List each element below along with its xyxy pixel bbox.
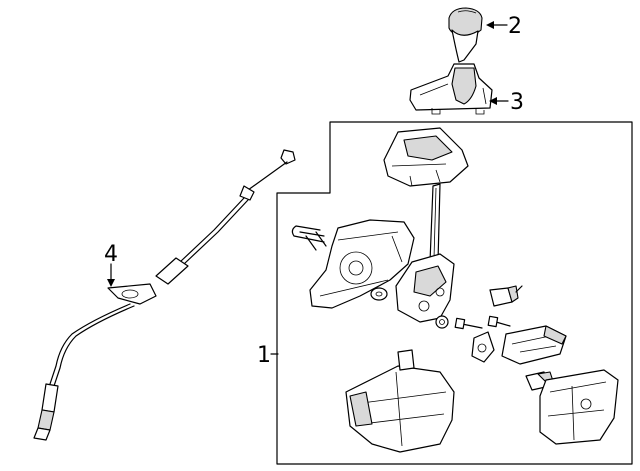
callout-3-leader <box>489 97 509 105</box>
left-housing[interactable] <box>309 219 415 309</box>
lock-nut[interactable] <box>435 315 449 329</box>
shift-lever[interactable] <box>429 183 441 263</box>
right-bracket[interactable] <box>539 369 619 445</box>
callout-1-label: 1 <box>257 343 271 368</box>
callout-4-label: 4 <box>104 242 118 267</box>
callout-4-leader <box>107 263 115 287</box>
callout-2-leader <box>486 21 508 29</box>
assembly-frame <box>276 121 633 465</box>
shift-knob[interactable] <box>448 7 483 63</box>
control-module[interactable] <box>501 325 567 365</box>
shift-cable[interactable] <box>33 149 296 441</box>
callout-3-label: 3 <box>510 90 524 115</box>
base-housing[interactable] <box>345 349 455 453</box>
bolt-2[interactable] <box>487 315 511 328</box>
solenoid-connector[interactable] <box>489 285 523 307</box>
sensor-bracket[interactable] <box>471 331 495 363</box>
knob-boot[interactable] <box>409 63 493 115</box>
bushing[interactable] <box>370 287 388 301</box>
shift-mechanism[interactable] <box>395 253 455 323</box>
u-clip[interactable] <box>291 225 327 251</box>
callout-2-label: 2 <box>508 14 522 39</box>
gate-housing[interactable] <box>383 127 469 187</box>
bolt-1[interactable] <box>454 317 483 330</box>
